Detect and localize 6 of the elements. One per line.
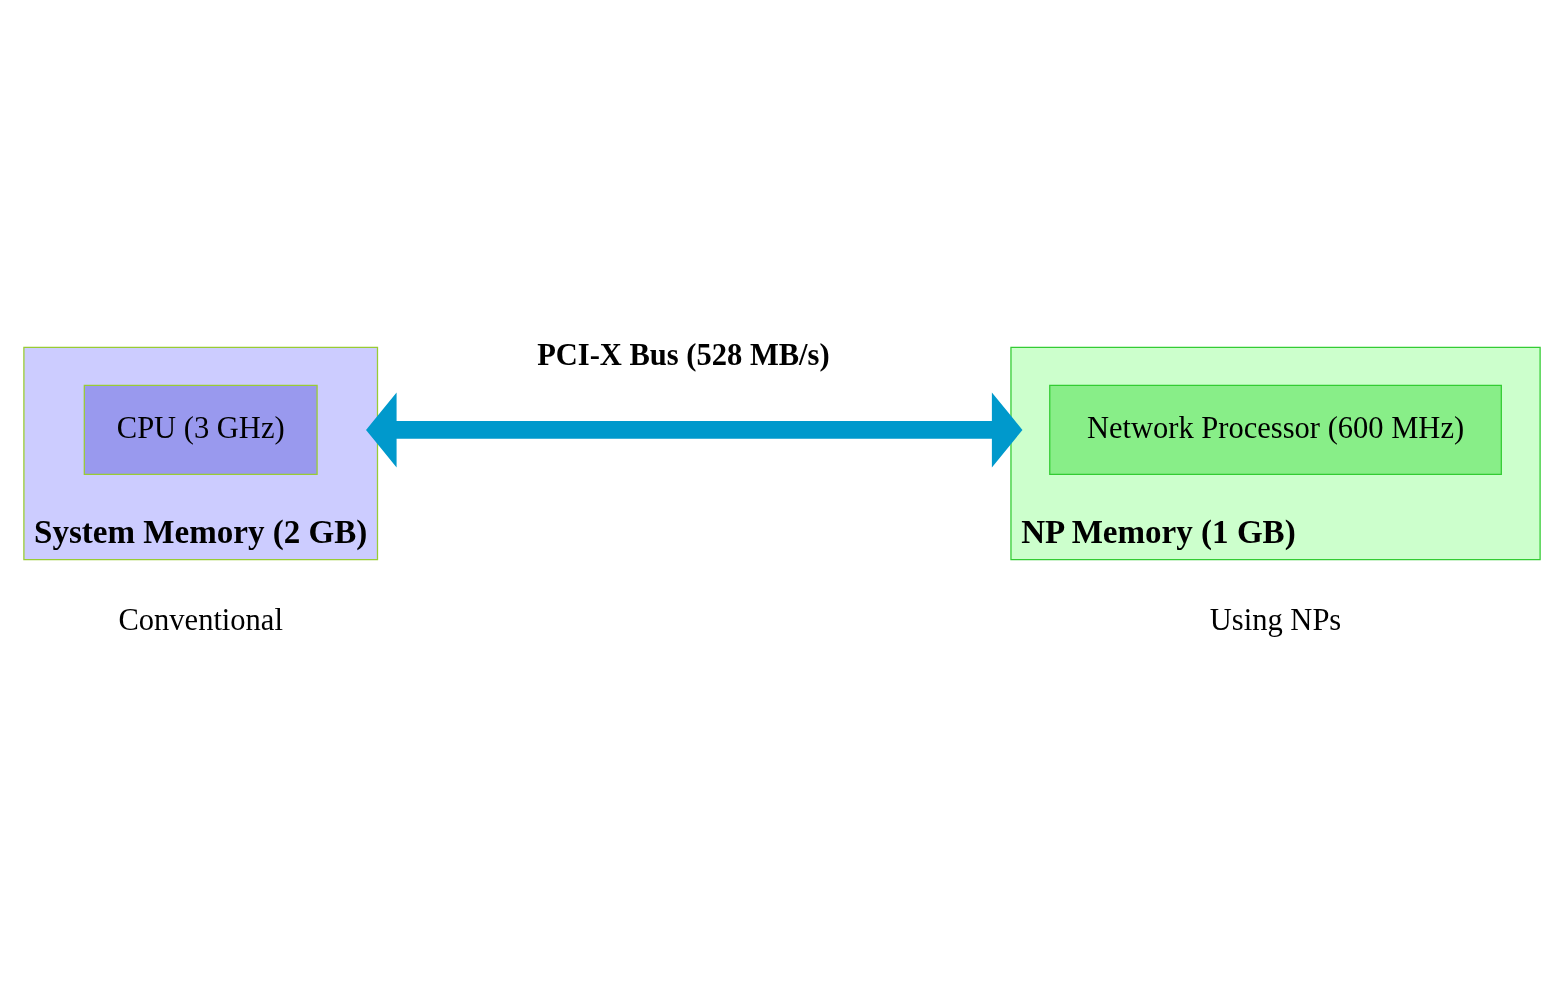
node-box: Network Processor (600 MHz): [1049, 384, 1502, 475]
arrow: [366, 392, 1023, 467]
node-label: Conventional: [118, 602, 283, 637]
edge-label: PCI-X Bus (528 MB/s): [537, 337, 830, 372]
node-label: Using NPs: [1209, 602, 1342, 637]
node-box: CPU (3 GHz): [83, 384, 318, 475]
